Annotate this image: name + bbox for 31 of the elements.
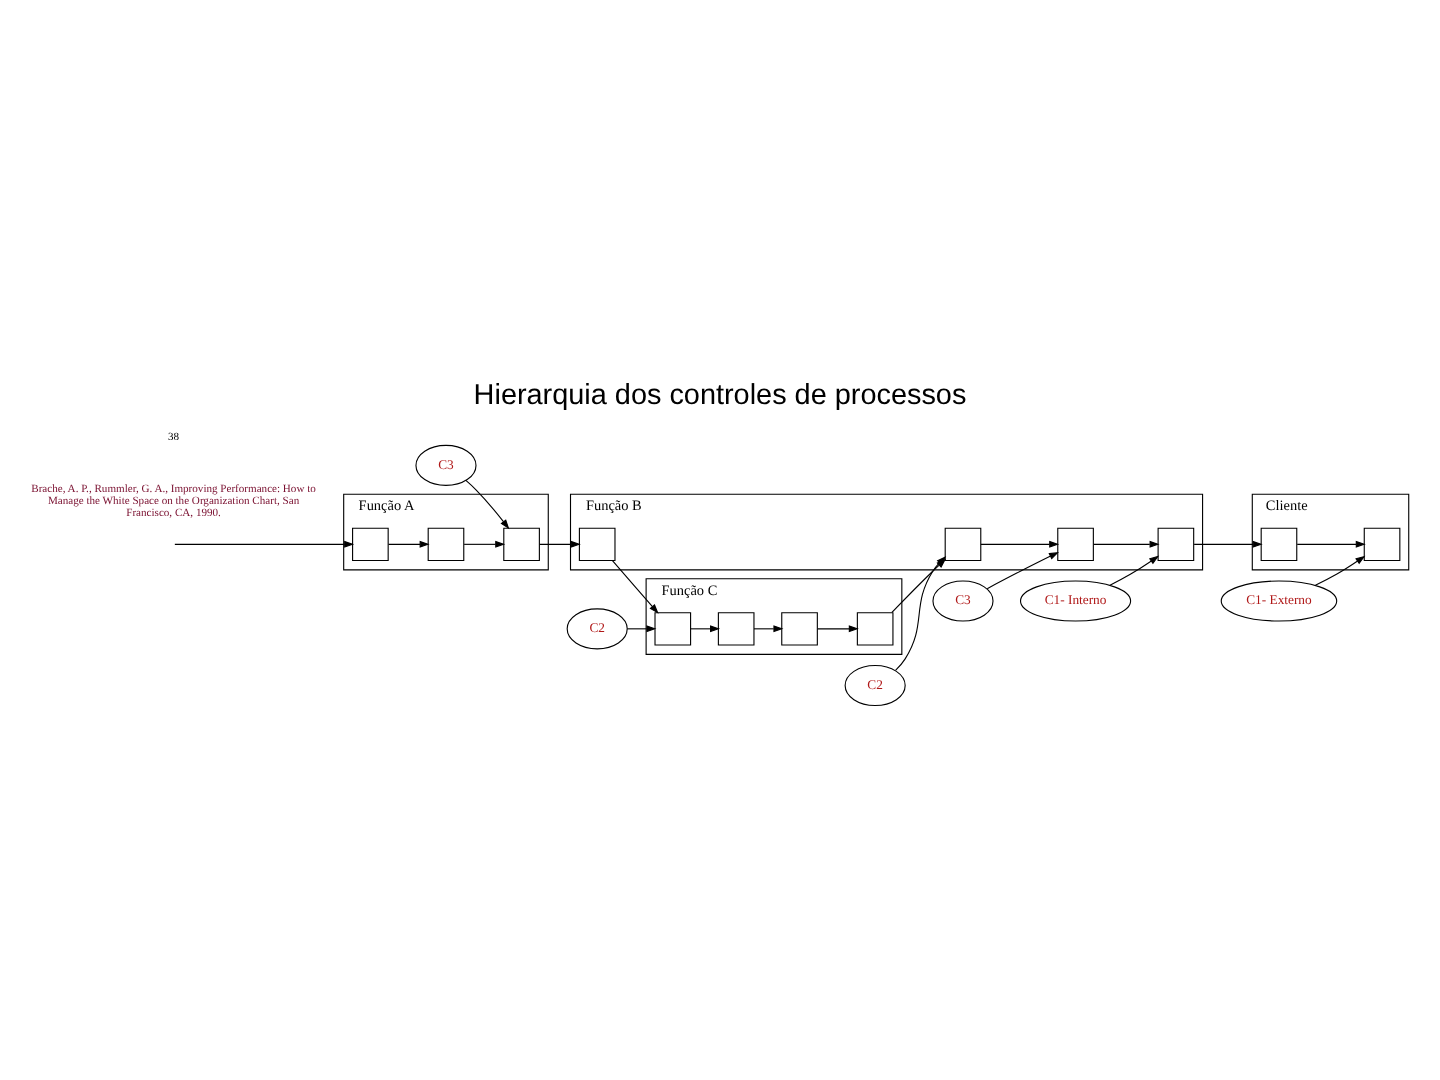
node-box (856, 611, 894, 645)
arrow (465, 478, 510, 529)
node-box (1057, 526, 1094, 560)
node-box (578, 526, 616, 560)
arrow (690, 624, 721, 632)
arrow (1314, 554, 1366, 585)
arrow (986, 550, 1059, 589)
arrow (539, 539, 581, 547)
arrow (463, 539, 506, 547)
node-box (352, 526, 389, 560)
node-box (654, 611, 692, 645)
diagram-title: Hierarquia dos controles de processos (473, 379, 967, 412)
arrow (1193, 539, 1263, 547)
arrow (1093, 539, 1160, 547)
node-box (717, 611, 755, 645)
node-box (944, 526, 982, 560)
node-box (1157, 526, 1195, 560)
arrow (817, 624, 859, 632)
arrow (980, 539, 1060, 547)
node-box (503, 526, 540, 560)
node-box (781, 611, 818, 645)
node-box (1260, 526, 1298, 560)
node-box (1363, 526, 1401, 560)
arrow (753, 624, 784, 632)
arrow (1109, 554, 1160, 585)
arrow (1296, 539, 1366, 547)
arrow (611, 559, 659, 613)
node-box (427, 526, 465, 560)
arrow (387, 539, 430, 547)
arrow (174, 539, 355, 547)
arrow (626, 624, 657, 632)
